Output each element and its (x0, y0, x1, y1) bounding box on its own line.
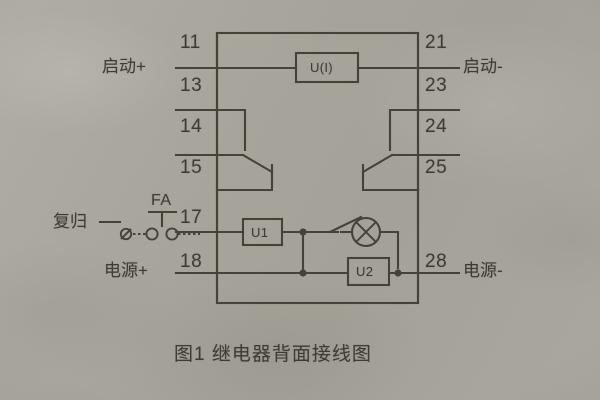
right-contact-blade (361, 153, 394, 174)
label-start-positive: 启动+ (102, 57, 146, 76)
label-start-negative: 启动- (463, 57, 503, 76)
wire-right-contact-no (361, 170, 420, 192)
left-contact-blade (241, 153, 274, 174)
wire-left-contact-nc (215, 108, 247, 152)
terminal-label-18: 18 (180, 251, 203, 272)
component-label-U2: U2 (356, 264, 374, 279)
pushbutton-label-FA: FA (151, 192, 172, 209)
coil-label-UI: U(I) (310, 60, 333, 75)
reset-terminal-marker-icon (119, 227, 133, 241)
fa-contact-left-icon (145, 227, 159, 241)
wire-lamp-to-u2 (378, 230, 400, 270)
reset-terminal-slash-icon (120, 228, 132, 240)
terminal-label-13: 13 (180, 75, 203, 96)
terminal-label-25: 25 (425, 157, 448, 178)
figure-caption: 图1 继电器背面接线图 (174, 344, 372, 365)
label-power-positive: 电源+ (104, 261, 148, 280)
terminal-label-11: 11 (180, 32, 201, 53)
terminal-label-17: 17 (180, 207, 203, 228)
wire-left-contact-no (215, 170, 274, 192)
wire-right-contact-nc (388, 108, 420, 152)
switch-blade (328, 215, 363, 234)
junction-dot-right (394, 269, 402, 277)
terminal-label-21: 21 (425, 32, 448, 53)
label-power-negative: 电源- (463, 261, 503, 280)
terminal-label-28: 28 (425, 251, 448, 272)
terminal-label-15: 15 (180, 157, 203, 178)
lamp-cross-icon (355, 221, 377, 243)
fa-contact-right-icon (165, 227, 179, 241)
terminal-label-23: 23 (425, 75, 448, 96)
component-box-U2 (346, 256, 391, 287)
label-reset: 复归 (53, 212, 87, 231)
terminal-label-14: 14 (180, 116, 203, 137)
component-label-U1: U1 (251, 225, 269, 240)
terminal-label-24: 24 (425, 116, 448, 137)
